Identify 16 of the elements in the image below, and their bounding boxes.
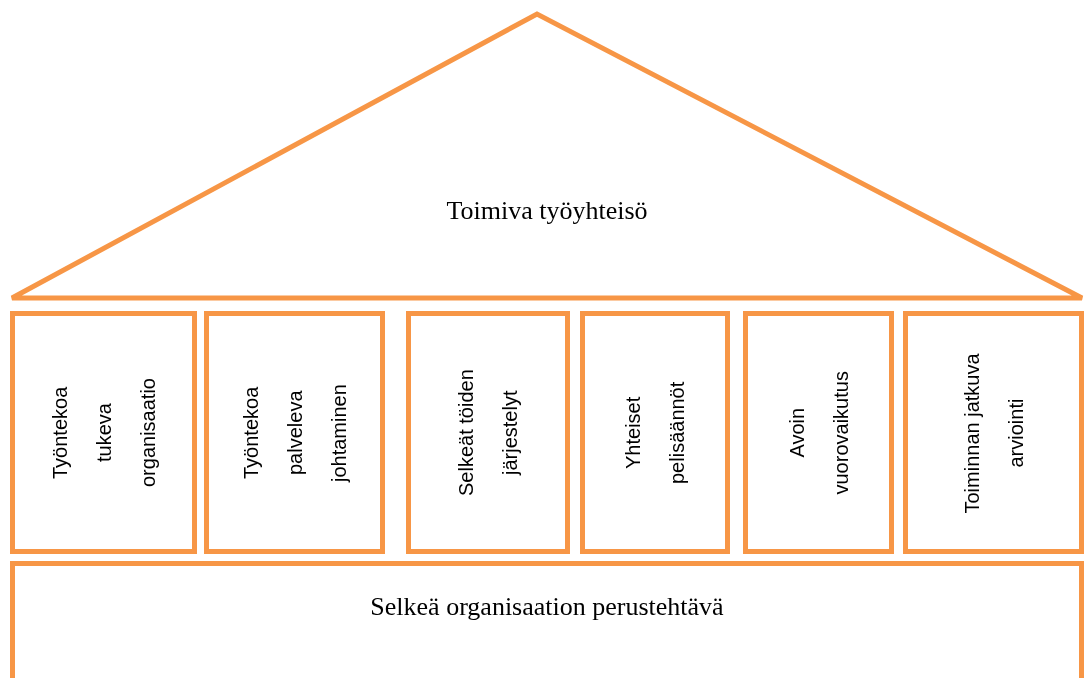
pillar-label: Avoin vuorovaikutus	[784, 369, 853, 497]
pillar-box	[903, 311, 1084, 554]
pillar-label: Toiminnan jatkuva arviointi	[959, 351, 1028, 515]
roof-title: Toimiva työyhteisö	[445, 196, 649, 226]
pillar-box	[406, 311, 570, 554]
roof-triangle	[8, 10, 1086, 302]
pillar-box	[10, 311, 197, 554]
pillar-label: Työntekoa palveleva johtaminen	[238, 382, 351, 484]
foundation-box	[10, 561, 1084, 678]
pillar-box	[580, 311, 730, 554]
foundation-label: Selkeä organisaation perustehtävä	[369, 592, 725, 622]
pillar-label: Yhteiset pelisäännöt	[621, 380, 689, 486]
pillar-label: Työntekoa tukeva organisaatio	[47, 377, 160, 489]
pillar-box	[204, 311, 385, 554]
pillar-label: Selkeät töiden järjestelyt	[454, 368, 522, 498]
pillar-box	[743, 311, 894, 554]
